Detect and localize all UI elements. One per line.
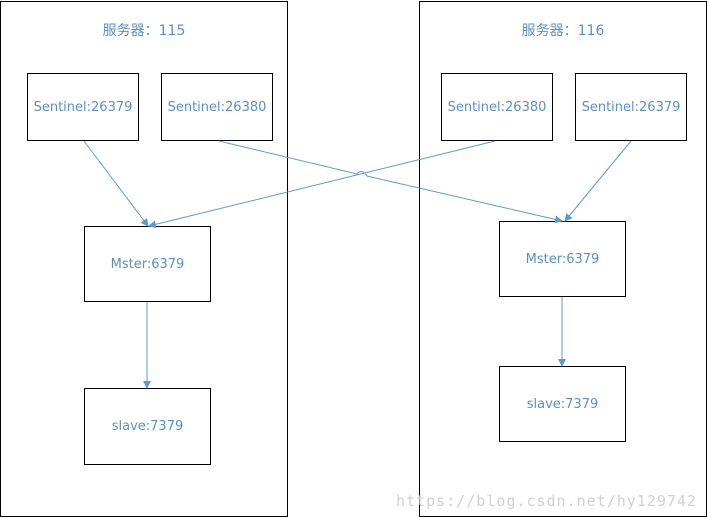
server-116-slave: slave:7379	[499, 366, 626, 442]
watermark-text: https://blog.csdn.net/hy129742	[396, 492, 697, 510]
server-116-sentinel-26379: Sentinel:26379	[575, 73, 687, 141]
server-116-title: 服务器：116	[521, 23, 605, 39]
server-115-master: Mster:6379	[84, 226, 211, 302]
server-115-sentinel-26379: Sentinel:26379	[27, 73, 139, 141]
server-116-sentinel-26380: Sentinel:26380	[441, 73, 553, 141]
server-115-slave: slave:7379	[84, 388, 211, 465]
server-115-title: 服务器：115	[102, 23, 186, 39]
server-115-sentinel-26380: Sentinel:26380	[161, 73, 273, 141]
server-116-master: Mster:6379	[499, 221, 626, 297]
